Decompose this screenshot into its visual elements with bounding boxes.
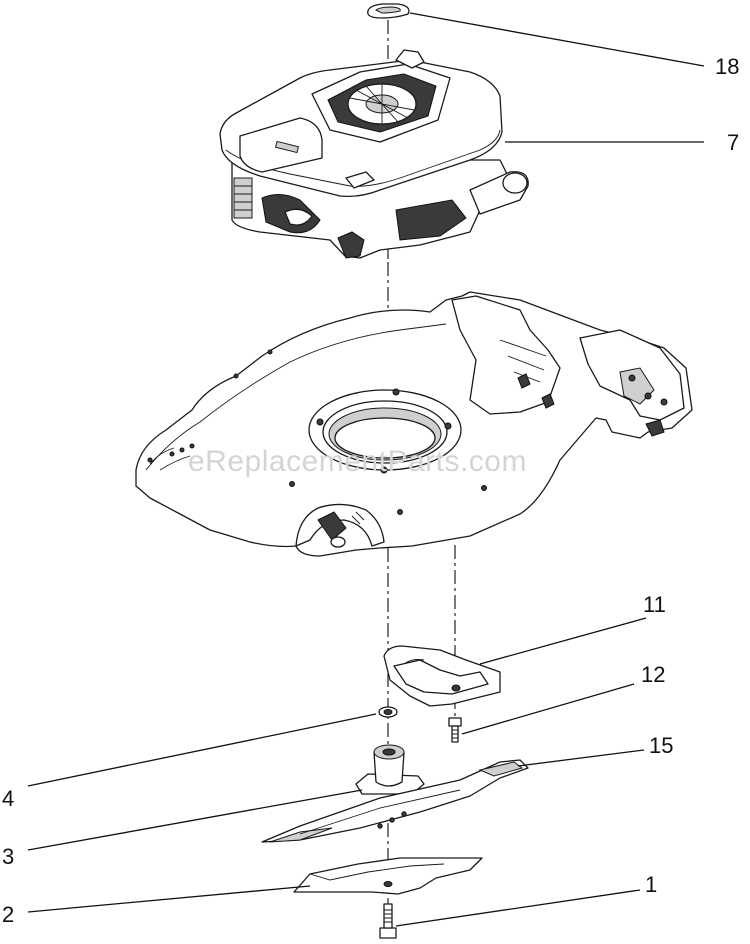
part-2-stiffener: [293, 857, 483, 895]
watermark: eReplacementParts.com: [188, 445, 527, 478]
callout-1: 1: [645, 872, 657, 897]
callout-4: 4: [2, 786, 14, 811]
callout-18: 18: [715, 54, 739, 79]
part-4-washer: [378, 706, 398, 718]
part-11-baffle: [383, 645, 501, 707]
callout-15: 15: [649, 733, 673, 758]
mower-deck: [135, 291, 693, 557]
callout-3: 3: [2, 844, 14, 869]
leader-18: [409, 12, 705, 67]
part-15-blade: [261, 759, 529, 843]
leader-11: [479, 617, 647, 665]
callout-2: 2: [2, 902, 14, 927]
leader-12: [461, 683, 635, 735]
part-3-adapter: [355, 744, 425, 795]
part-12-bolt: [448, 717, 462, 743]
callout-7: 7: [727, 130, 739, 155]
part-1-bolt: [379, 903, 397, 939]
leader-2: [27, 885, 311, 913]
leader-15: [517, 749, 645, 767]
leader-4: [27, 713, 377, 787]
part-18-cap: [367, 3, 410, 19]
callout-11: 11: [643, 592, 666, 617]
callout-12: 12: [641, 662, 665, 687]
leader-1: [395, 889, 641, 927]
leader-3: [27, 789, 363, 851]
part-7-engine: [219, 49, 529, 259]
